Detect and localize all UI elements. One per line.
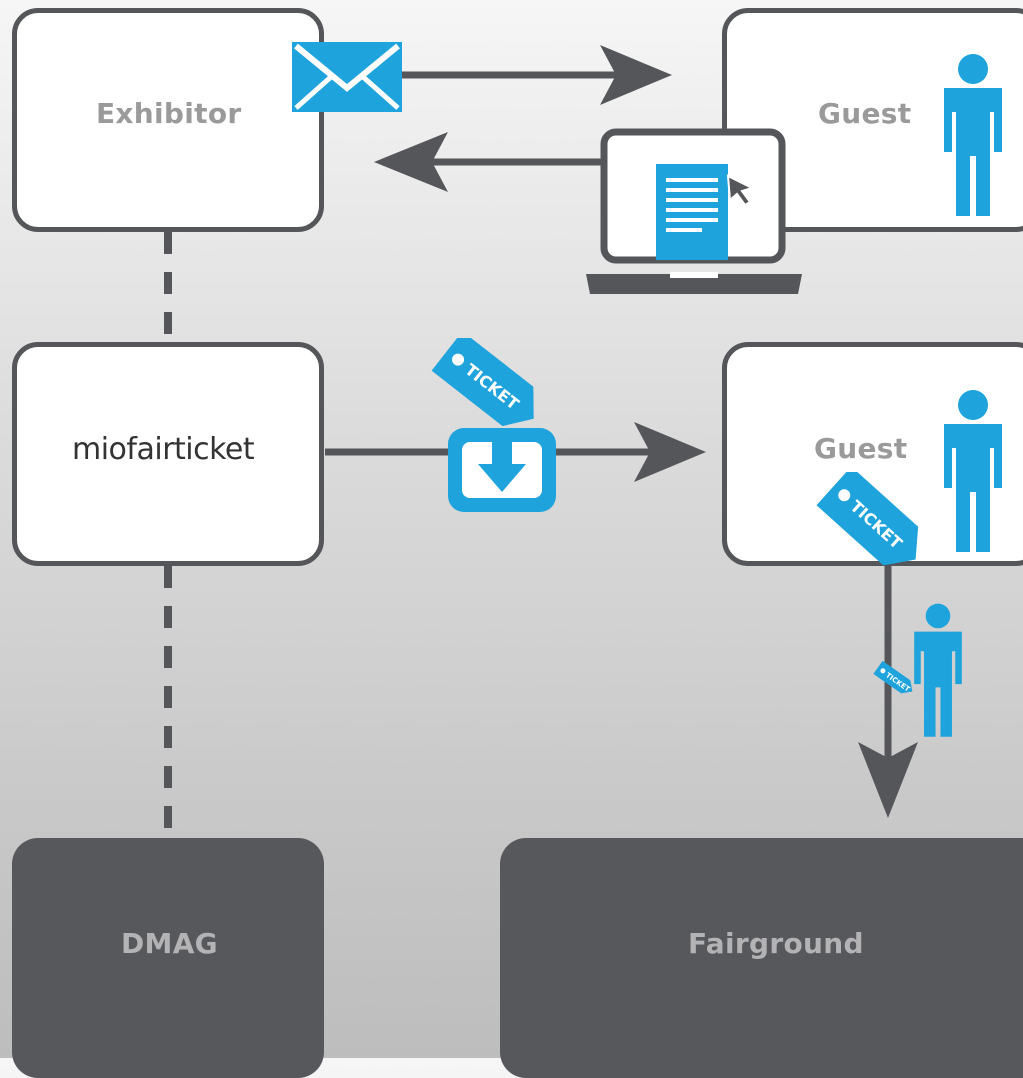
guest-label-mid: Guest: [814, 432, 908, 465]
ticket-icon-guest: TICKET: [816, 472, 919, 566]
guest-label-top: Guest: [818, 97, 912, 130]
person-icon-small: [914, 603, 962, 737]
exhibitor-node: [12, 8, 324, 232]
ticket-icon: TICKET: [431, 338, 534, 427]
miofairticket-logo: miofairticket: [72, 432, 255, 467]
person-icon: [944, 54, 1002, 216]
laptop-icon: [586, 128, 802, 294]
ticket-icon-small: TICKET: [873, 660, 913, 694]
person-icon-guest: [944, 390, 1002, 552]
arrow-to-exhibitor-head: [374, 132, 448, 192]
arrow-to-guest-head: [600, 45, 672, 105]
brand-part1: mio: [72, 432, 127, 467]
miofairticket-node: [12, 342, 324, 566]
dmag-node: [12, 838, 324, 1078]
exhibitor-label: Exhibitor: [96, 97, 242, 130]
dmag-label: DMAG: [121, 927, 218, 960]
brand-part2: fairticket: [126, 432, 255, 467]
fairground-node: [500, 838, 1023, 1078]
fairground-label: Fairground: [688, 927, 864, 960]
arrow-ticket-head: [634, 422, 706, 482]
arrow-fairground-head: [858, 742, 918, 818]
envelope-icon: [292, 42, 402, 112]
download-icon: [448, 428, 556, 512]
